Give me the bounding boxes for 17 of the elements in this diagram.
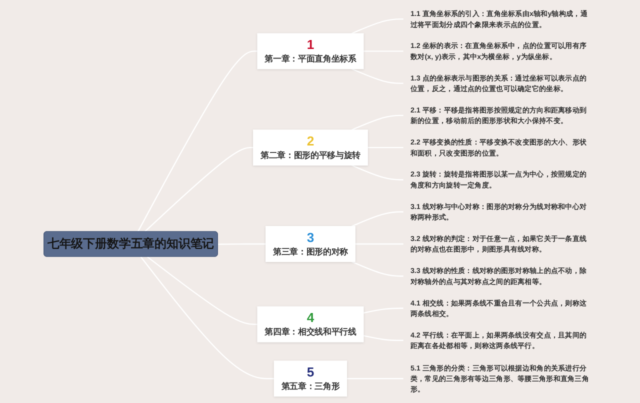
node-box: 1 第一章：平面直角坐标系 (257, 33, 364, 70)
connector (137, 50, 258, 232)
node-box: 4 第四章：相交线和平行线 (257, 306, 364, 342)
connector (144, 147, 254, 232)
node-box: 5 第五章：三角形 (274, 360, 348, 397)
connector (351, 164, 404, 180)
connector (351, 68, 404, 84)
node-box: 3 第三章：图形的对称 (266, 226, 356, 262)
connector (351, 18, 404, 34)
connector (351, 114, 404, 130)
connector (146, 256, 258, 325)
connector (363, 335, 404, 341)
node-box: 2 第二章：图形的平移与旋转 (253, 130, 368, 166)
connector (363, 308, 404, 314)
connector (351, 261, 404, 277)
connector (140, 256, 274, 380)
connector (351, 211, 404, 227)
